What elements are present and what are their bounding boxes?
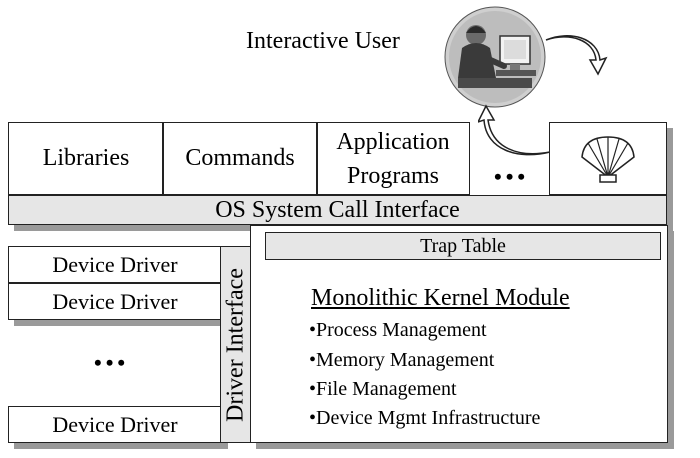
driver-interface-bar: Driver Interface [220,246,252,443]
device-driver-box: Device Driver [8,406,222,443]
os-system-call-interface-bar: OS System Call Interface [8,195,667,225]
device-driver-box: Device Driver [8,283,222,320]
commands-box: Commands [162,122,318,195]
kernel-title: Monolithic Kernel Module [311,285,570,311]
os-system-call-interface-label: OS System Call Interface [215,196,460,223]
device-driver-label: Device Driver [52,251,178,277]
kernel-bullet: •Process Management [309,319,487,341]
application-label: Application [336,128,450,155]
trap-table-label: Trap Table [420,234,506,257]
interaction-arrow-icon-2 [478,104,551,156]
more-programs-ellipsis: ••• [494,164,530,189]
device-driver-label: Device Driver [52,288,178,314]
user-at-computer-icon [444,6,546,108]
device-driver-box: Device Driver [8,246,222,283]
monolithic-kernel-module-box: Trap Table Monolithic Kernel Module •Pro… [250,225,668,443]
shell-box [549,122,667,195]
interactive-user-label: Interactive User [246,28,400,54]
driver-interface-label: Driver Interface [222,267,249,422]
application-programs-box: Application Programs [316,122,470,195]
interaction-arrow-icon [545,35,608,76]
trap-table-bar: Trap Table [265,232,661,260]
libraries-label: Libraries [42,145,130,171]
shell-icon [581,135,635,183]
commands-label: Commands [185,145,295,171]
programs-label: Programs [347,162,439,189]
device-driver-label: Device Driver [52,411,178,437]
kernel-bullet: •Device Mgmt Infrastructure [309,407,541,429]
kernel-bullet: •Memory Management [309,349,495,371]
kernel-bullet: •File Management [309,378,457,400]
libraries-box: Libraries [8,122,164,195]
more-drivers-ellipsis: ••• [94,350,130,375]
